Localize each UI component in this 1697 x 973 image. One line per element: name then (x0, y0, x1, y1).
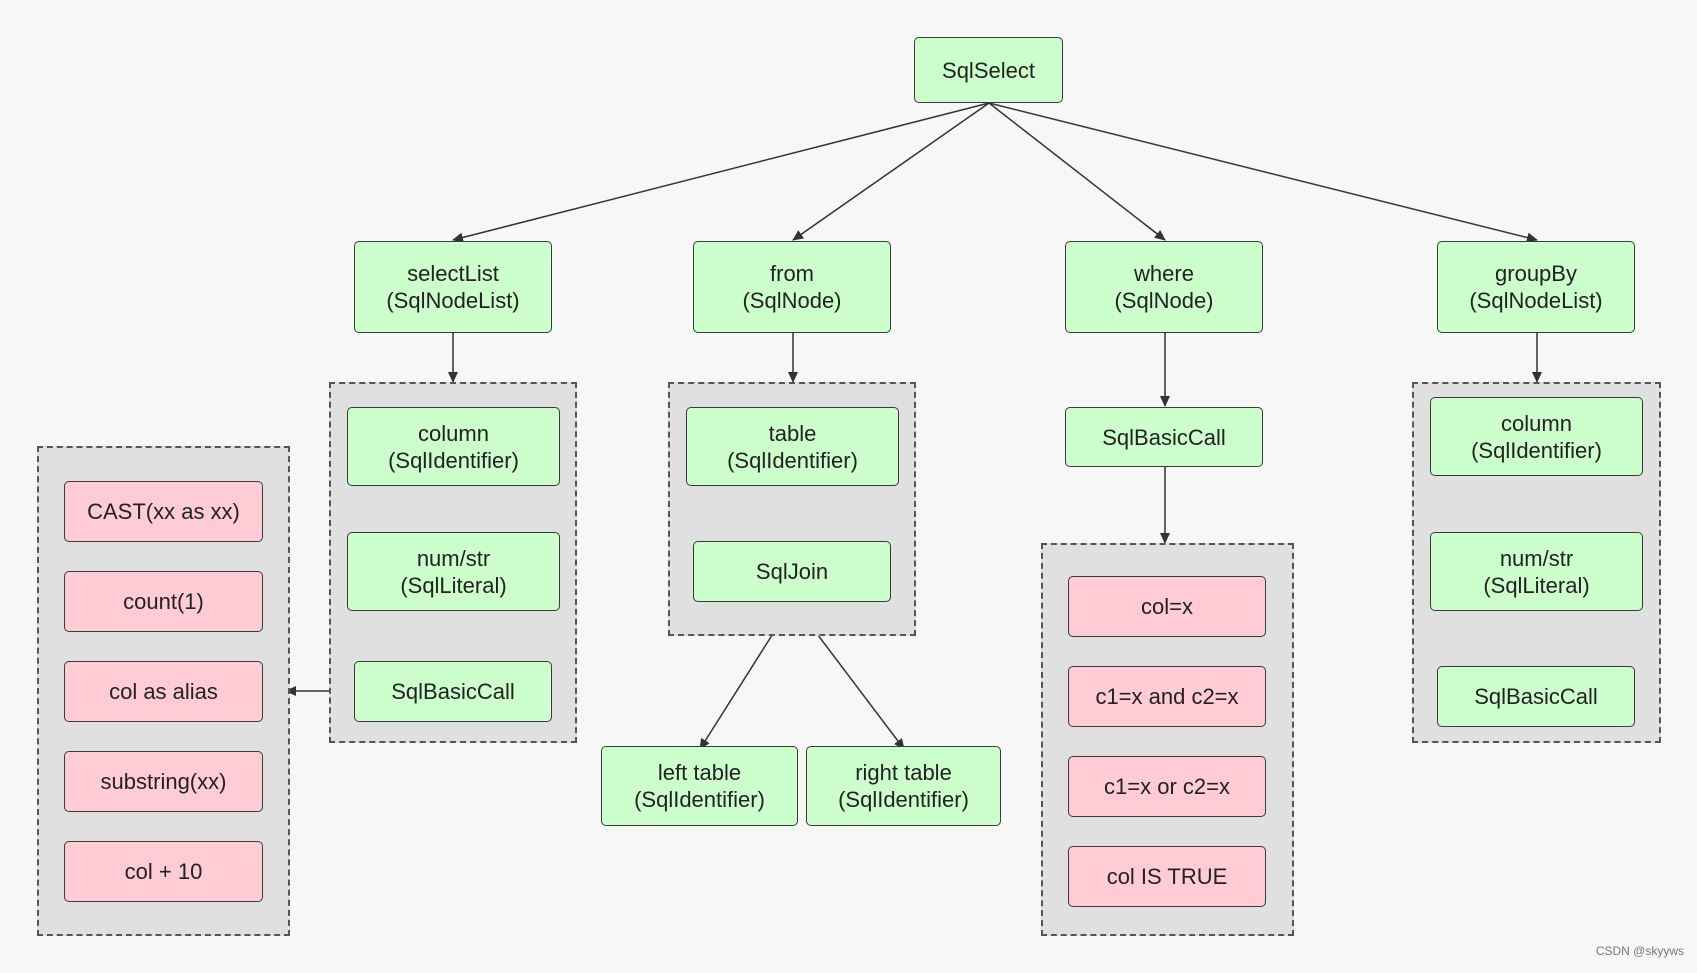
node-groupby-basiccall: SqlBasicCall (1437, 666, 1635, 727)
node-label-line: col IS TRUE (1106, 864, 1228, 889)
node-label-line: num/str (416, 545, 491, 571)
node-where: where(SqlNode) (1065, 241, 1263, 333)
node-where-basiccall: SqlBasicCall (1065, 407, 1263, 467)
node-label-line: (SqlLiteral) (400, 572, 507, 598)
node-call-plus: col + 10 (64, 841, 263, 902)
node-label-line: (SqlIdentifier) (838, 787, 969, 812)
edge-select-groupby (988, 102, 1538, 243)
node-call-substring: substring(xx) (64, 751, 263, 812)
node-label-line: (SqlIdentifier) (727, 447, 858, 473)
node-condition-or: c1=x or c2=x (1068, 756, 1266, 817)
node-label-line: column (1501, 410, 1572, 436)
node-label-line: left table (657, 760, 742, 785)
node-label-line: col as alias (109, 679, 218, 704)
node-label-line: SqlSelect (942, 57, 1035, 83)
node-from-join: SqlJoin (693, 541, 891, 602)
node-condition-and: c1=x and c2=x (1068, 666, 1266, 727)
node-label-line: groupBy (1495, 261, 1577, 286)
edge-select-selectlist (452, 102, 990, 243)
node-label-line: from (770, 261, 814, 286)
node-label-line: SqlBasicCall (1474, 684, 1598, 709)
node-selectlist: selectList(SqlNodeList) (354, 241, 552, 333)
node-label-line: count(1) (123, 589, 204, 614)
edge-select-from (792, 102, 990, 241)
node-label-line: SqlBasicCall (391, 679, 515, 704)
node-label-line: column (418, 420, 489, 446)
node-from: from(SqlNode) (693, 241, 891, 333)
node-selectlist-basiccall: SqlBasicCall (354, 661, 552, 722)
edge-select-where (988, 102, 1166, 241)
node-label-line: (SqlNode) (742, 288, 842, 313)
node-groupby-column: column(SqlIdentifier) (1430, 397, 1643, 476)
node-label-line: (SqlNodeList) (1469, 288, 1603, 313)
node-call-cast: CAST(xx as xx) (64, 481, 263, 542)
node-label-line: CAST(xx as xx) (87, 499, 240, 524)
node-call-count: count(1) (64, 571, 263, 632)
node-label-line: (SqlLiteral) (1483, 572, 1590, 598)
node-label-line: substring(xx) (100, 769, 227, 794)
node-label-line: num/str (1499, 545, 1574, 571)
node-label-line: where (1134, 261, 1194, 286)
node-label-line: c1=x or c2=x (1104, 774, 1230, 799)
node-selectlist-column: column(SqlIdentifier) (347, 407, 560, 486)
node-label-line: (SqlNodeList) (386, 288, 520, 313)
node-sqlselect: SqlSelect (914, 37, 1063, 103)
watermark: CSDN @skyyws (1595, 944, 1684, 958)
node-label-line: SqlJoin (755, 559, 829, 584)
node-condition-eq: col=x (1068, 576, 1266, 637)
node-label-line: selectList (407, 261, 499, 286)
node-label-line: (SqlIdentifier) (388, 447, 519, 473)
node-label-line: col=x (1141, 594, 1193, 619)
node-label-line: (SqlIdentifier) (634, 787, 765, 812)
node-groupby: groupBy(SqlNodeList) (1437, 241, 1635, 333)
node-label-line: (SqlNode) (1114, 288, 1214, 313)
node-label-line: col + 10 (124, 859, 203, 884)
node-from-table: table(SqlIdentifier) (686, 407, 899, 486)
node-left-table: left table(SqlIdentifier) (601, 746, 798, 826)
node-label-line: (SqlIdentifier) (1471, 437, 1602, 463)
node-condition-istrue: col IS TRUE (1068, 846, 1266, 907)
node-label-line: c1=x and c2=x (1095, 684, 1239, 709)
node-label-line: SqlBasicCall (1102, 424, 1226, 450)
node-selectlist-literal: num/str(SqlLiteral) (347, 532, 560, 611)
node-call-alias: col as alias (64, 661, 263, 722)
node-right-table: right table(SqlIdentifier) (806, 746, 1001, 826)
node-label-line: right table (855, 760, 952, 785)
node-groupby-literal: num/str(SqlLiteral) (1430, 532, 1643, 611)
node-label-line: table (768, 420, 817, 446)
